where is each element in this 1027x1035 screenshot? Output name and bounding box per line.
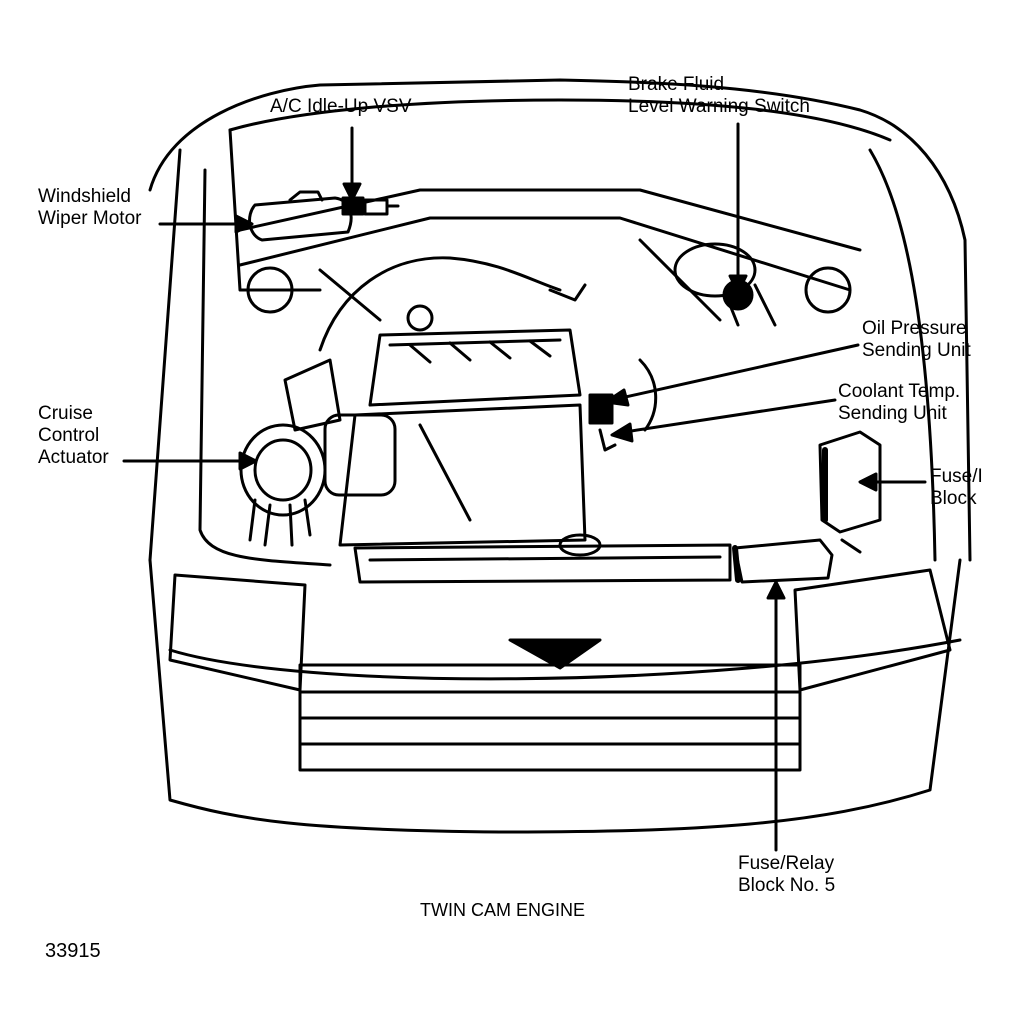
- label-oil-line2: Sending Unit: [862, 340, 971, 361]
- label-brake-fluid-line1: Brake Fluid: [628, 74, 725, 95]
- label-fuse-block-line2: Block: [930, 488, 977, 509]
- grille: [298, 638, 802, 772]
- radiator: [353, 533, 834, 584]
- car-body-outline: [148, 78, 972, 834]
- diagram-caption: TWIN CAM ENGINE: [420, 900, 585, 920]
- label-coolant-line2: Sending Unit: [838, 403, 947, 424]
- leader-lines: [122, 122, 927, 852]
- figure-number: 33915: [45, 940, 101, 962]
- throttle-cable: [318, 256, 587, 352]
- label-relay5-line1: Fuse/Relay: [738, 853, 835, 874]
- label-wiper-motor: Windshield Wiper Motor: [38, 186, 141, 230]
- label-oil-pressure: Oil Pressure Sending Unit: [862, 318, 971, 362]
- label-coolant-temp: Coolant Temp. Sending Unit: [838, 381, 960, 425]
- label-wiper-line1: Windshield: [38, 186, 131, 207]
- label-relay5-line2: Block No. 5: [738, 875, 836, 896]
- label-fuse-block: Fuse/I Block: [930, 466, 983, 510]
- label-cruise-line2: Control: [38, 425, 100, 446]
- label-oil-line1: Oil Pressure: [862, 318, 967, 339]
- label-relay-block-5: Fuse/Relay Block No. 5: [738, 853, 835, 897]
- label-cruise-control: Cruise Control Actuator: [38, 403, 109, 469]
- headlights: [168, 568, 952, 692]
- label-ac-idle-up-vsv-text: A/C Idle-Up VSV: [270, 96, 412, 117]
- label-ac-idle-up-vsv: A/C Idle-Up VSV: [270, 96, 412, 118]
- label-cruise-line3: Actuator: [38, 447, 109, 468]
- label-brake-fluid-switch: Brake Fluid Level Warning Switch: [628, 74, 810, 118]
- label-wiper-line2: Wiper Motor: [38, 208, 142, 229]
- cruise-actuator-shape: [239, 423, 327, 547]
- engine-block: [338, 304, 587, 547]
- fuse-block-shape: [818, 430, 882, 554]
- label-cruise-line1: Cruise: [38, 403, 93, 424]
- strut-tower-bar: [238, 188, 862, 322]
- label-coolant-line1: Coolant Temp.: [838, 381, 961, 402]
- label-brake-fluid-line2: Level Warning Switch: [628, 96, 810, 117]
- label-fuse-block-line1: Fuse/I: [930, 466, 983, 487]
- air-intake: [283, 358, 397, 497]
- brake-reservoir-shape: [673, 242, 777, 327]
